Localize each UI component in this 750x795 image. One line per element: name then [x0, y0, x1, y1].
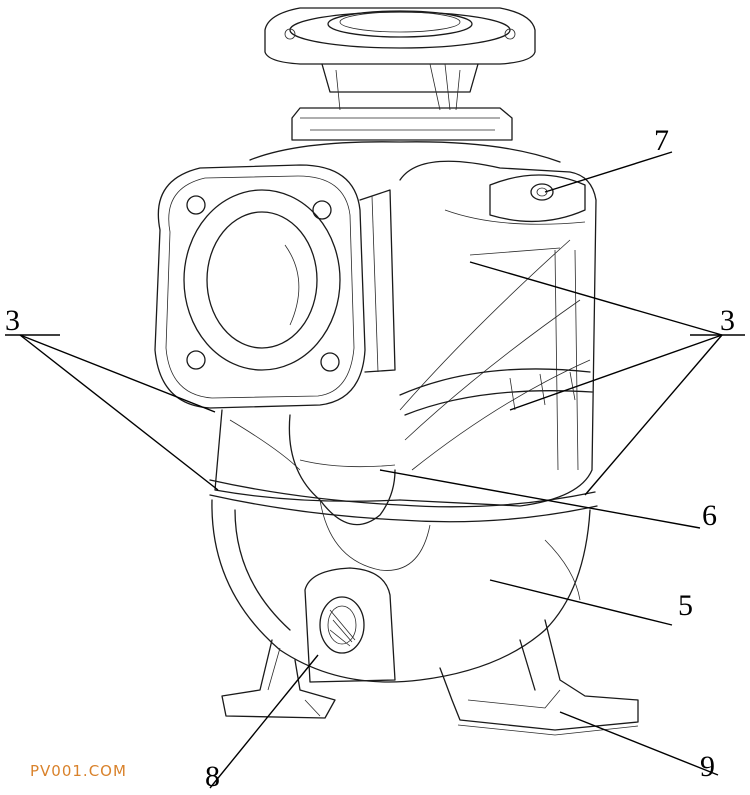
callout-5: 5: [678, 589, 693, 622]
middle-housing: [209, 409, 598, 526]
upper-housing: [249, 107, 561, 163]
leader-lines: [5, 151, 745, 789]
support-feet: [221, 619, 639, 736]
watermark: PV001.COM: [30, 762, 127, 780]
callout-7: 7: [654, 124, 669, 157]
right-body: [399, 160, 597, 507]
callout-9: 9: [700, 750, 715, 783]
drain-plug: [304, 567, 396, 683]
side-flange: [154, 164, 396, 409]
callout-3-right: 3: [720, 304, 735, 337]
callout-6: 6: [702, 499, 717, 532]
callout-8: 8: [205, 760, 220, 793]
volute-casing: [211, 499, 591, 683]
callout-3-left: 3: [5, 304, 20, 337]
top-flange: [264, 7, 536, 111]
